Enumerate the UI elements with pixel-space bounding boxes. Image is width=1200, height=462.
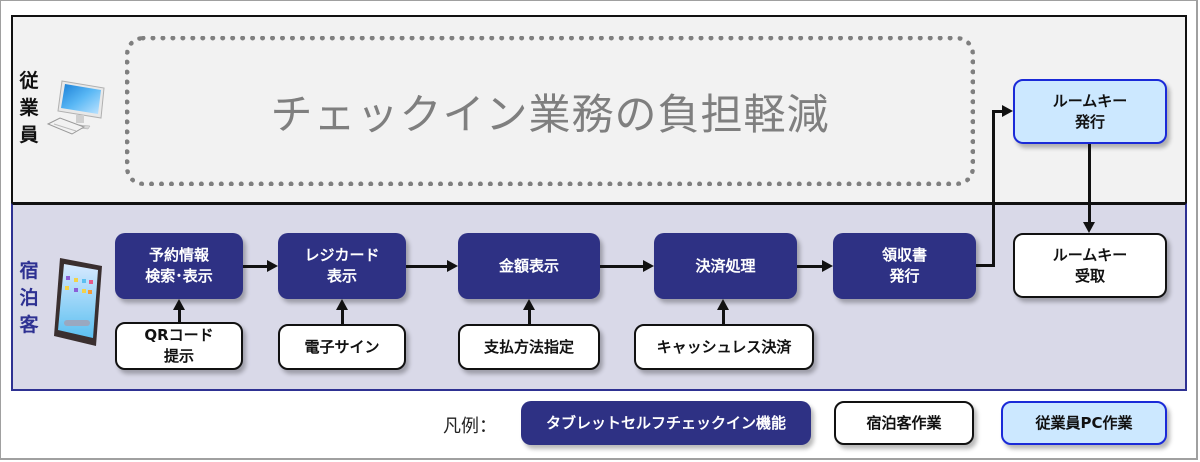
- arrow-2-3: [406, 265, 447, 268]
- input-qr-code: QRコード 提示: [115, 322, 243, 370]
- arrow-4-5: [797, 265, 822, 268]
- step-reservation-search: 予約情報 検索･表示: [115, 233, 243, 299]
- staff-lane-label: 従 業 員: [19, 70, 39, 146]
- arrow-paymethod-up: [528, 310, 531, 324]
- goal-reduce-checkin-burden: チェックイン業務の負担軽減: [125, 36, 975, 186]
- arrowhead: [822, 260, 833, 272]
- arrowhead: [643, 260, 654, 272]
- input-payment-method: 支払方法指定: [458, 324, 600, 370]
- arrow-receipt-to-key: [992, 110, 1002, 113]
- arrow-sign-up: [341, 310, 344, 324]
- input-cashless-payment: キャッシュレス決済: [634, 324, 814, 370]
- legend-tablet-function: タブレットセルフチェックイン機能: [521, 401, 811, 445]
- arrowhead: [447, 260, 458, 272]
- arrow-3-4: [600, 265, 643, 268]
- tablet-icon: [54, 258, 102, 346]
- desktop-pc-icon: [46, 80, 105, 135]
- step-payment-processing: 決済処理: [654, 233, 797, 299]
- arrow-qr-up: [178, 310, 181, 322]
- legend-label: 凡例：: [443, 416, 497, 437]
- arrowhead: [1083, 222, 1095, 233]
- arrow-1-2: [243, 265, 267, 268]
- arrow-key-issue-to-receive: [1088, 144, 1091, 222]
- input-e-signature: 電子サイン: [278, 324, 406, 370]
- arrow-receipt-to-key: [992, 110, 995, 267]
- step-room-key-issue: ルームキー 発行: [1013, 79, 1167, 144]
- arrowhead: [173, 299, 185, 310]
- arrowhead: [267, 260, 278, 272]
- legend-staff-pc-task: 従業員PC作業: [1001, 401, 1167, 445]
- arrowhead: [523, 299, 535, 310]
- arrowhead: [717, 299, 729, 310]
- arrowhead: [336, 299, 348, 310]
- step-registration-card: レジカード 表示: [278, 233, 406, 299]
- arrow-cashless-up: [722, 310, 725, 324]
- step-receipt-issue: 領収書 発行: [833, 233, 976, 299]
- legend-guest-task: 宿泊客作業: [834, 401, 974, 445]
- arrow-receipt-to-key: [976, 264, 994, 267]
- step-room-key-receive: ルームキー 受取: [1013, 233, 1167, 298]
- step-amount-display: 金額表示: [458, 233, 600, 299]
- arrowhead: [1002, 105, 1013, 117]
- guest-lane-label: 宿 泊 客: [19, 260, 39, 336]
